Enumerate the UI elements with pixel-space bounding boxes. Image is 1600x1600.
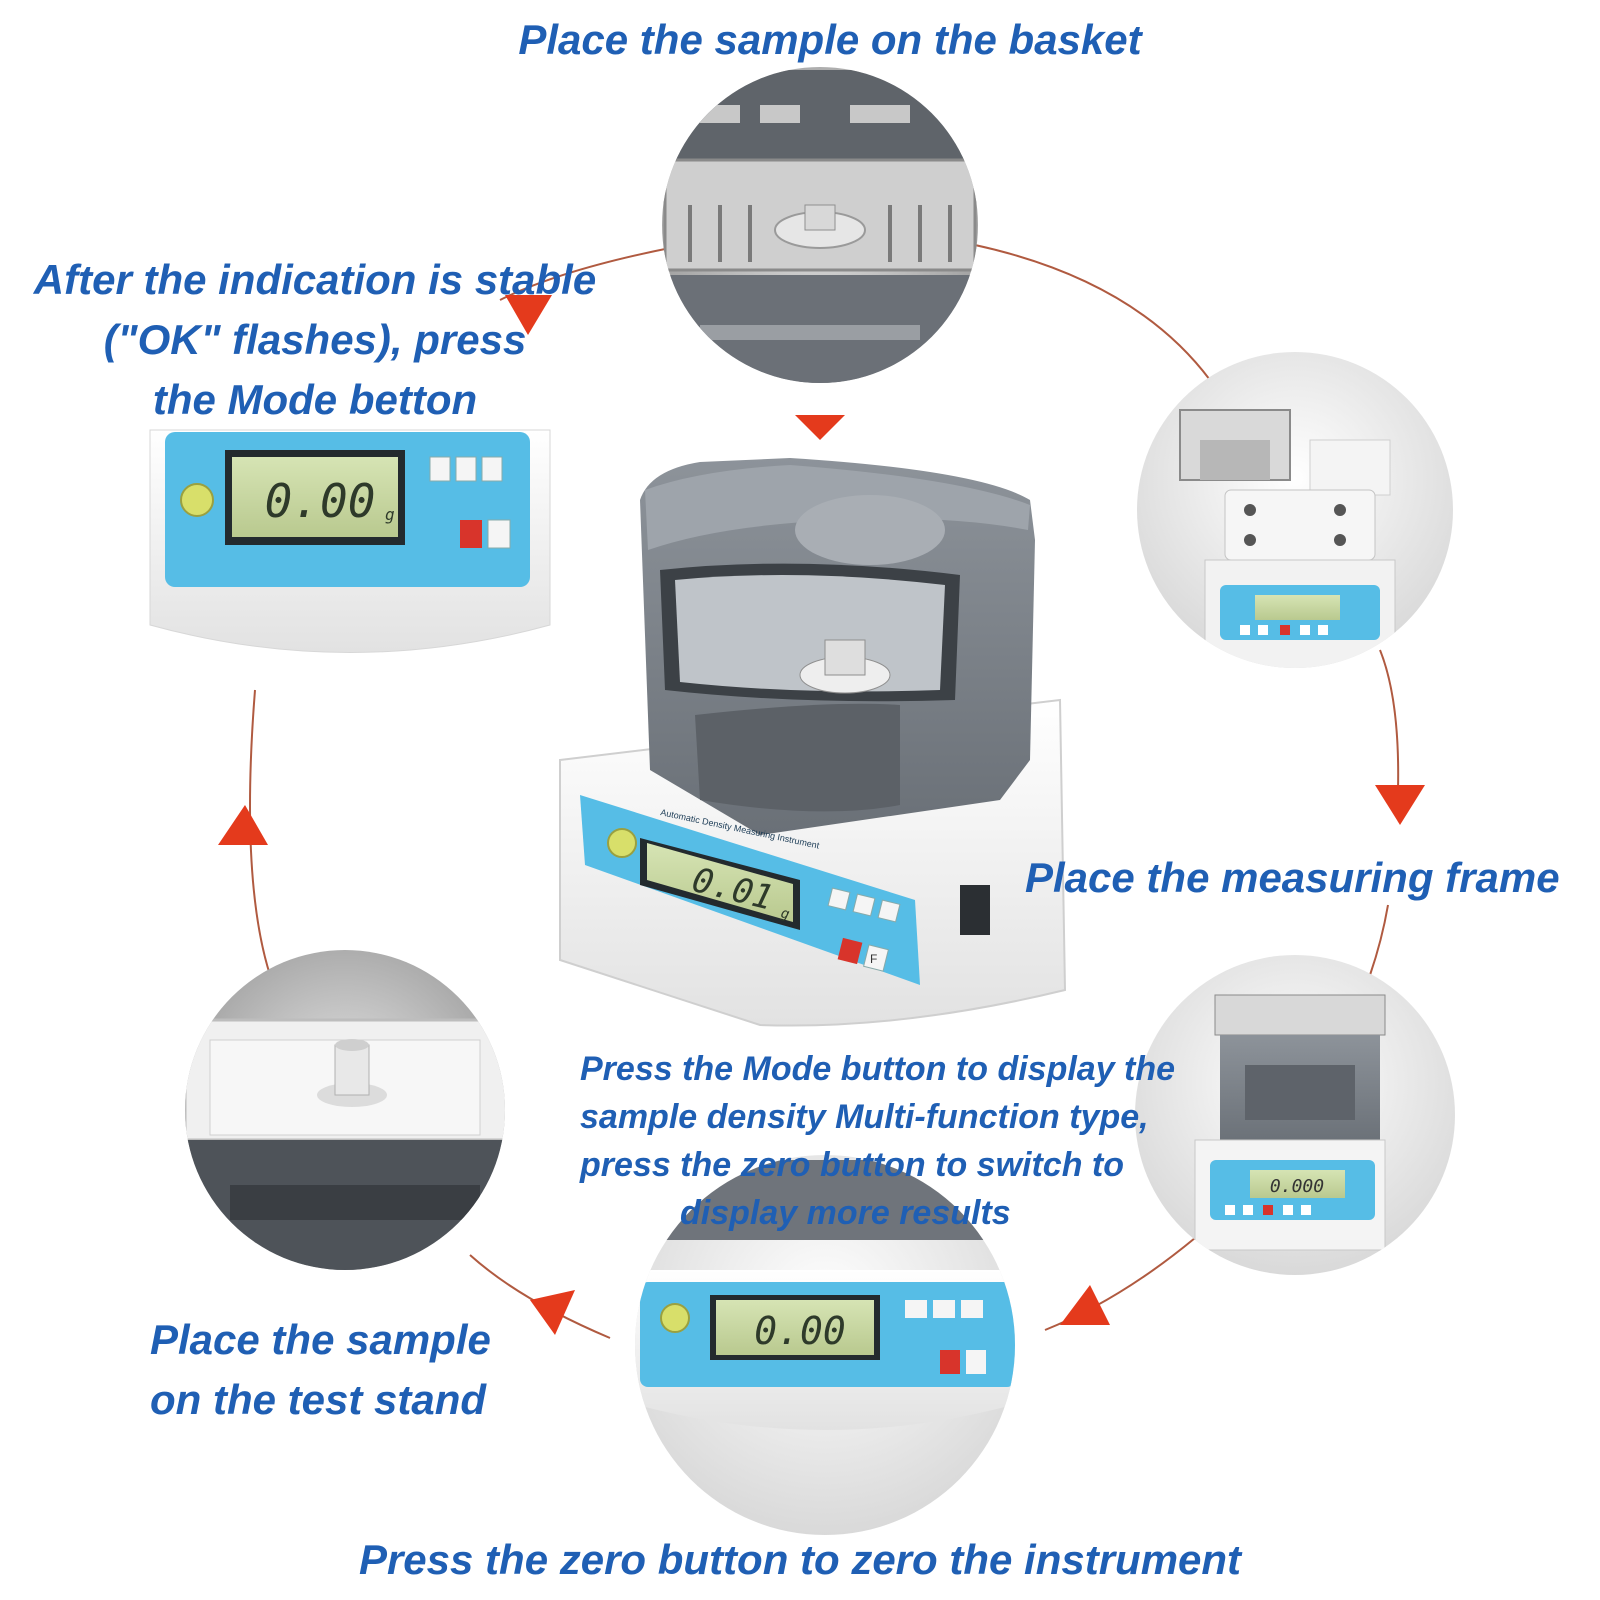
triangle-arrow-icon	[505, 295, 552, 335]
power-indicator-icon	[180, 483, 214, 517]
cycle-line-bottom-left	[469, 1254, 611, 1339]
power-indicator-icon	[607, 828, 637, 858]
caption-mode-stable: After the indication is stable ("OK" fla…	[10, 250, 620, 430]
zero-button-icon	[852, 893, 876, 917]
triangle-arrow-icon	[1375, 785, 1425, 825]
mode-button-icon	[429, 456, 451, 482]
caption-line: sample density Multi-function type,	[580, 1098, 1149, 1136]
cycle-line-top-left	[499, 247, 671, 301]
triangle-arrow-icon	[1060, 1285, 1110, 1325]
photo-basket	[662, 67, 978, 383]
triangle-arrow-icon	[218, 805, 268, 845]
photo-mode-panel: 0.00 g	[149, 429, 551, 653]
top-left-lcd-value: 0.00	[265, 474, 376, 528]
caption-line: Place the sample	[150, 1316, 491, 1363]
caption-test-stand: Place the sample on the test stand	[150, 1310, 491, 1430]
caption-line: on the test stand	[150, 1376, 487, 1423]
right-small-lcd-value: 0.000	[1270, 1176, 1324, 1197]
main-instrument: 0.01 g Automatic Density Measuring Instr…	[559, 458, 1067, 1027]
cycle-line-right-lower	[1369, 904, 1389, 976]
direction-arrows	[218, 295, 1425, 1335]
caption-line: the Mode betton	[152, 376, 478, 423]
bottom-lcd-value: 0.00	[754, 1309, 846, 1353]
triangle-arrow-icon	[795, 415, 845, 440]
top-left-lcd-unit: g	[385, 505, 395, 524]
f-button-icon	[487, 519, 511, 549]
f-button-label: F	[870, 952, 877, 966]
photo-zero-display: 0.00	[635, 1155, 1015, 1535]
caption-basket: Place the sample on the basket	[518, 16, 1142, 63]
mode-button-icon	[827, 887, 851, 911]
caption-line: press the zero button to switch to	[580, 1146, 1125, 1184]
caption-zero: Press the zero button to zero the instru…	[358, 1536, 1242, 1583]
caption-measuring-frame: Place the measuring frame	[1025, 854, 1560, 901]
caption-mode-display: Press the Mode button to display the sam…	[580, 1045, 1220, 1237]
cycle-lines	[249, 244, 1400, 1339]
triangle-arrow-icon	[530, 1290, 575, 1335]
f-button-icon	[863, 944, 889, 972]
center-lcd-unit: g	[779, 905, 791, 923]
photo-measuring-frame	[1137, 352, 1453, 668]
photo-assembled-instrument: 0.000	[1135, 955, 1455, 1275]
caption-line: After the indication is stable	[33, 256, 597, 303]
zero-button-icon	[455, 456, 477, 482]
cycle-line-top-right	[974, 244, 1211, 381]
caption-line: display more results	[680, 1194, 1011, 1232]
caption-line: Press the Mode button to display the	[580, 1050, 1176, 1088]
cycle-line-left	[249, 689, 271, 976]
caption-line: ("OK" flashes), press	[103, 316, 527, 363]
photo-test-stand	[185, 950, 505, 1270]
cycle-line-right	[1379, 649, 1400, 791]
